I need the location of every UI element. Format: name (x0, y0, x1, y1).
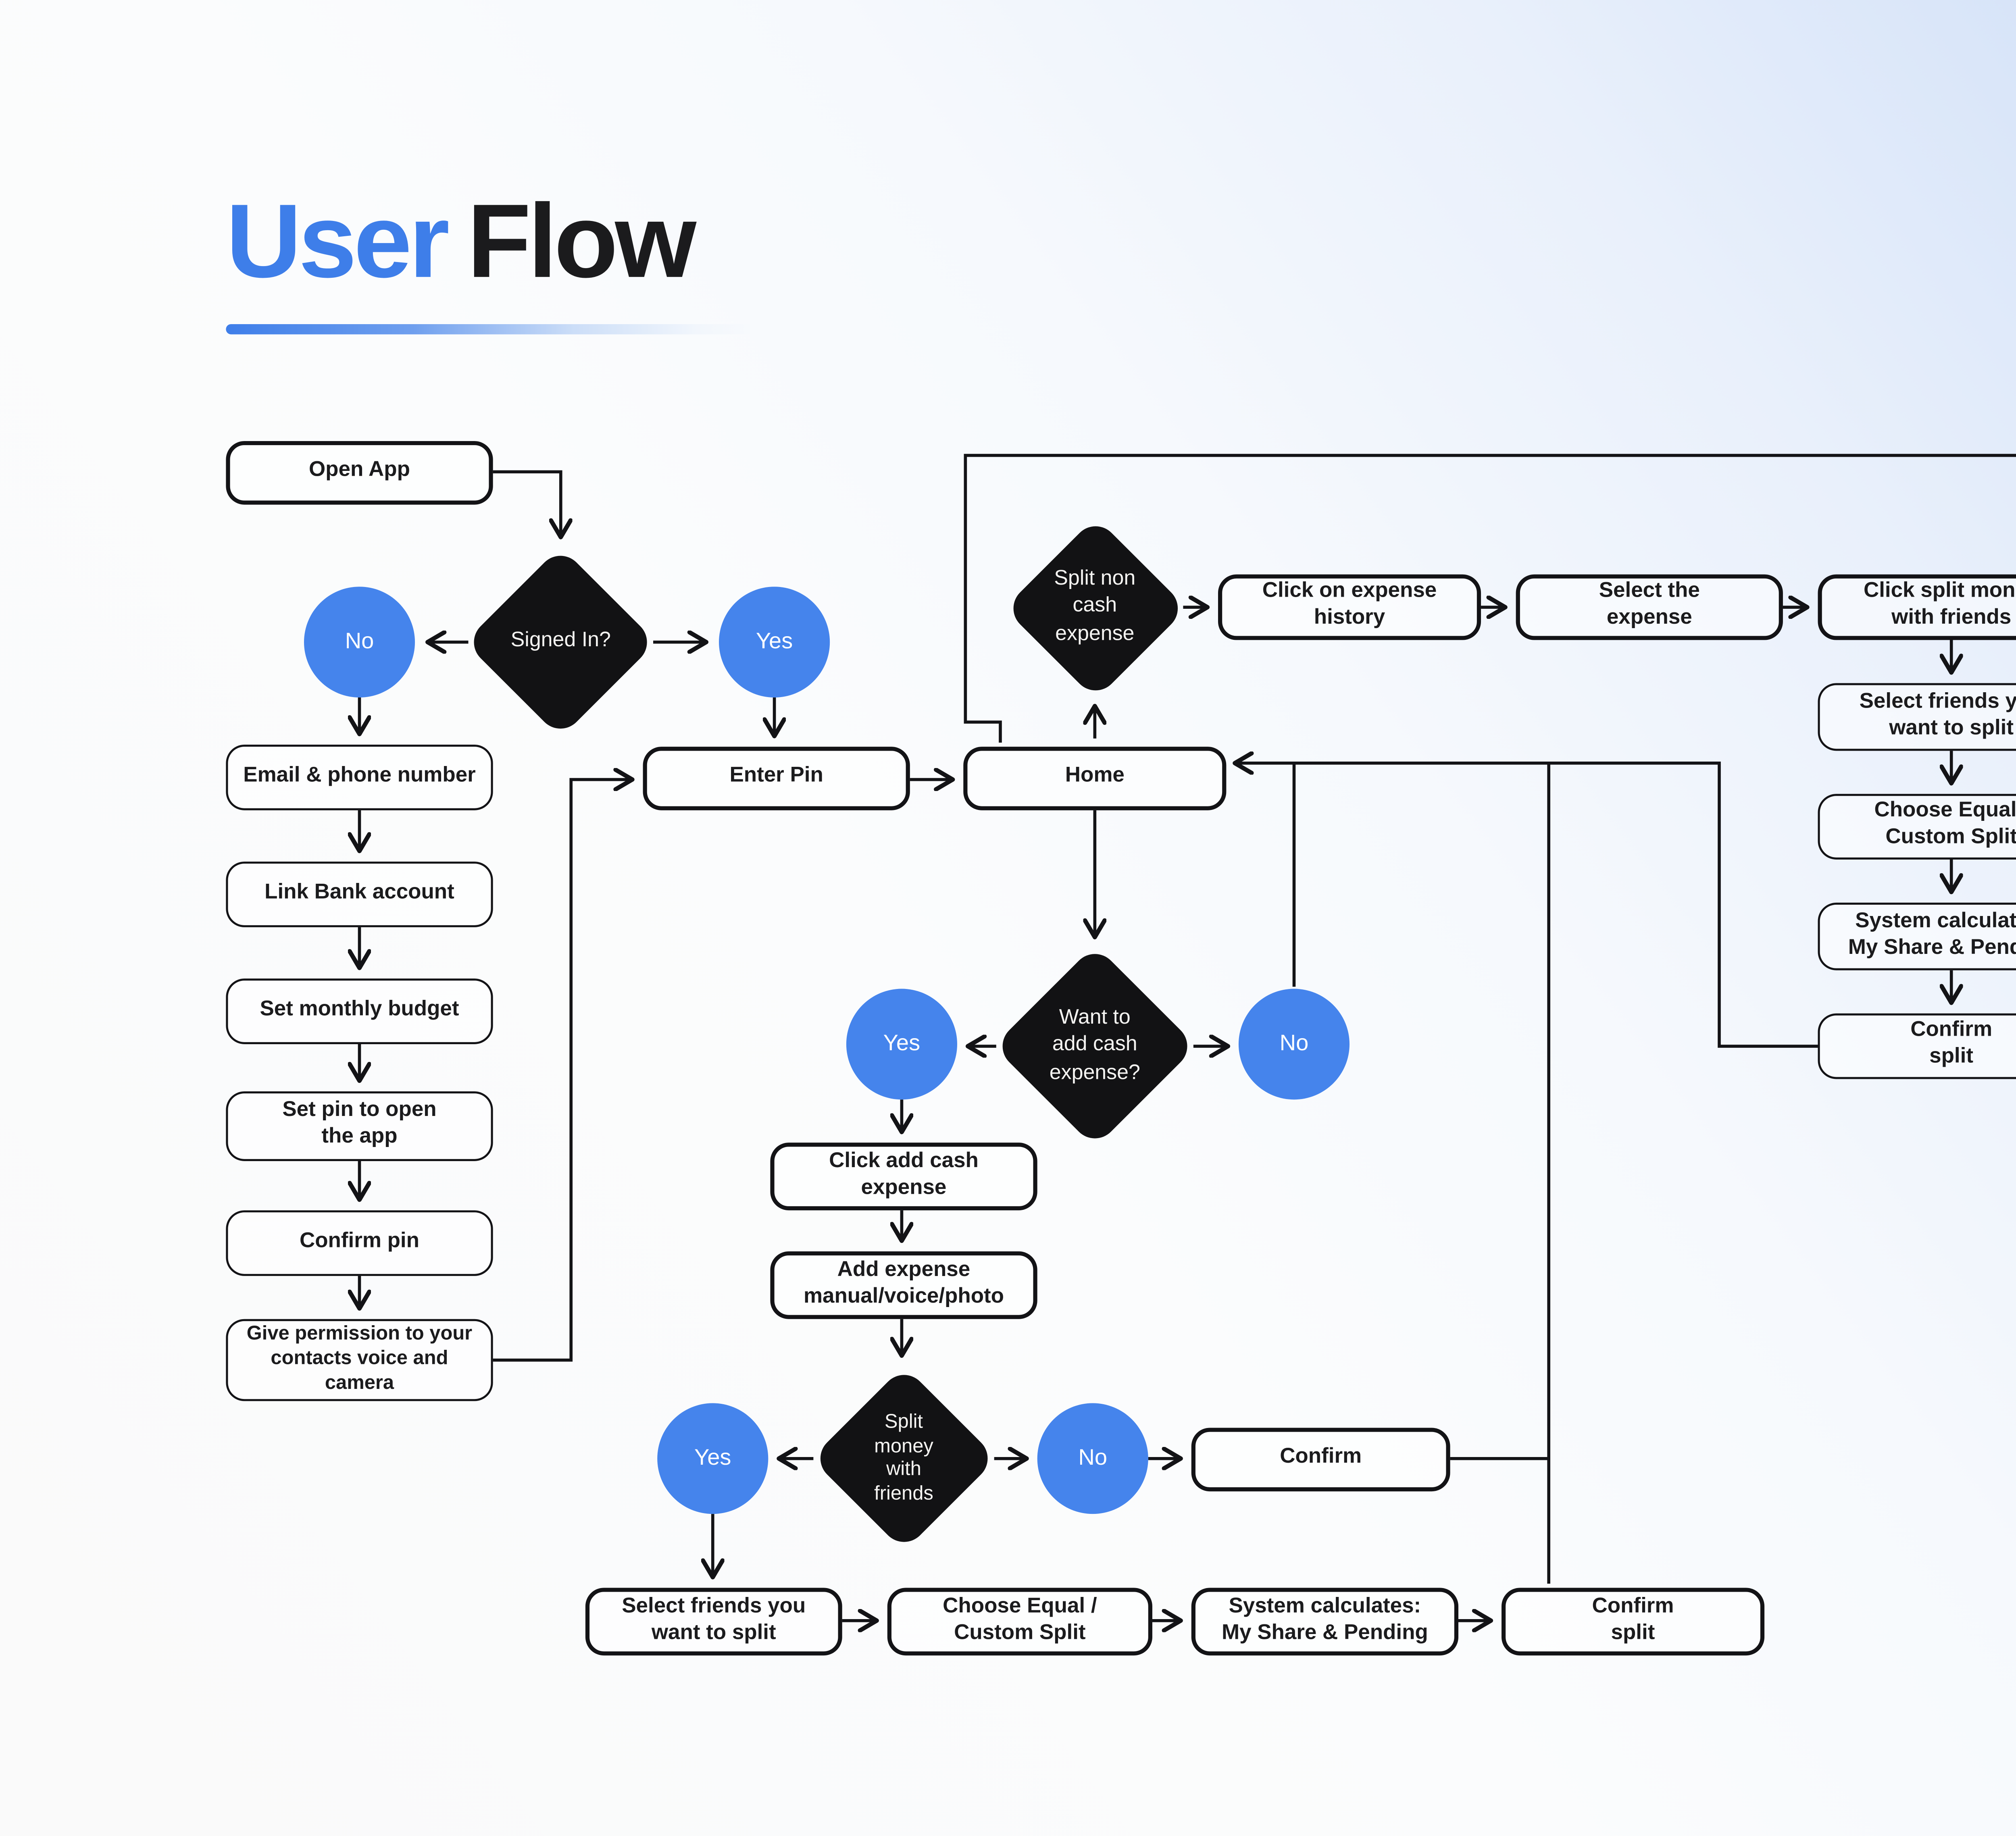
node-want-add-cash-no: No (1238, 989, 1350, 1100)
node-add-expense: Add expense manual/voice/photo (770, 1251, 1037, 1319)
node-email-phone: Email & phone number (226, 745, 493, 810)
node-choose-equal-a: Choose Equal / Custom Split (1818, 794, 2016, 860)
node-select-friends-b: Select friends you want to split (585, 1588, 842, 1656)
node-split-money-decision: Split money with friends (810, 1365, 997, 1552)
node-system-calculates-b: System calculates: My Share & Pending (1191, 1588, 1459, 1656)
node-enter-pin: Enter Pin (643, 747, 910, 810)
title-underline (226, 324, 760, 335)
node-confirm: Confirm (1191, 1428, 1450, 1492)
node-set-budget: Set monthly budget (226, 978, 493, 1044)
node-link-bank: Link Bank account (226, 862, 493, 927)
title-flow: Flow (467, 182, 696, 300)
node-choose-equal-b: Choose Equal / Custom Split (887, 1588, 1152, 1656)
node-want-add-cash-yes: Yes (846, 989, 957, 1100)
node-confirm-split-a: Confirm split (1818, 1013, 2016, 1079)
node-signed-in-yes: Yes (719, 587, 830, 698)
node-click-expense-history: Click on expense history (1218, 574, 1481, 640)
node-system-calculates-a: System calculates: My Share & Pending (1818, 902, 2016, 970)
node-home: Home (963, 747, 1227, 810)
node-signed-in-no: No (304, 587, 415, 698)
node-split-non-cash-decision: Split non cash expense (1004, 516, 1186, 699)
node-split-money-no: No (1037, 1403, 1148, 1514)
node-split-money-yes: Yes (657, 1403, 768, 1514)
node-set-pin: Set pin to open the app (226, 1091, 493, 1161)
node-want-add-cash-decision: Want to add cash expense? (993, 944, 1197, 1148)
title-user: User (226, 182, 450, 300)
node-signed-in-decision: Signed In? (465, 547, 656, 738)
node-open-app: Open App (226, 441, 493, 505)
node-click-add-cash: Click add cash expense (770, 1143, 1037, 1211)
node-select-expense: Select the expense (1516, 574, 1783, 640)
node-confirm-split-b: Confirm split (1502, 1588, 1765, 1656)
node-confirm-pin: Confirm pin (226, 1210, 493, 1276)
node-select-friends-a: Select friends you want to split (1818, 683, 2016, 751)
node-click-split-money: Click split money with friends (1818, 574, 2016, 640)
node-give-permission: Give permission to your contacts voice a… (226, 1319, 493, 1401)
